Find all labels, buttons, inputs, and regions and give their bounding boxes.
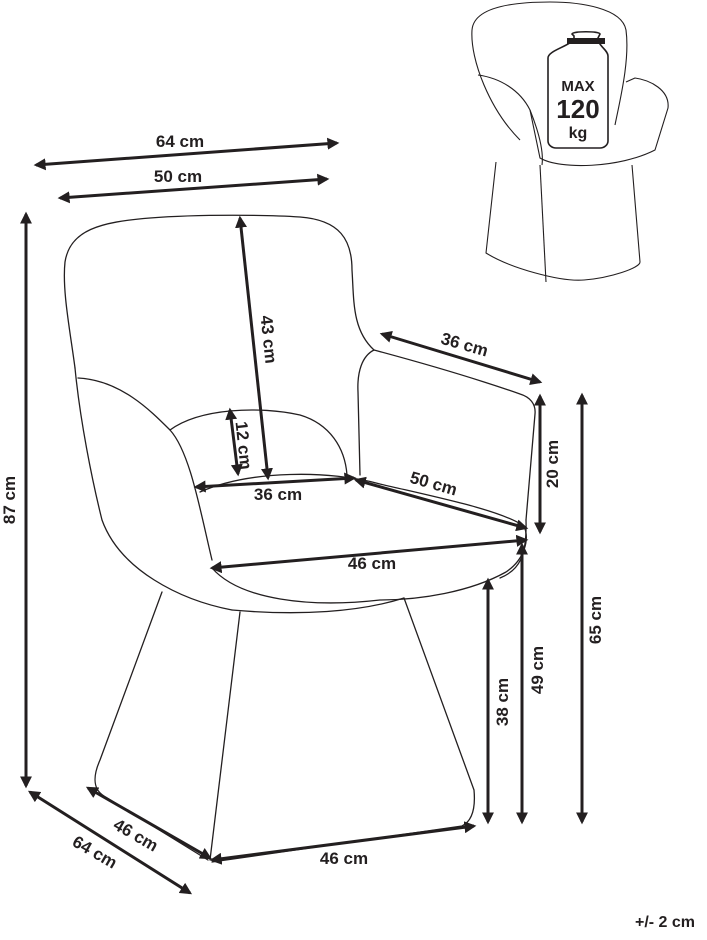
label-seat-width-inner: 36 cm	[254, 485, 302, 504]
tolerance-note: +/- 2 cm	[634, 914, 695, 931]
arrow-seat-width-inner	[193, 472, 357, 493]
arrow-overall-depth	[27, 790, 193, 895]
badge-unit-label: kg	[569, 125, 588, 142]
label-overall-depth: 64 cm	[69, 832, 120, 873]
label-base-width: 46 cm	[320, 849, 368, 868]
label-base-height: 38 cm	[493, 678, 512, 726]
label-armrest-inner-height: 12 cm	[232, 420, 256, 470]
label-backrest-height: 43 cm	[257, 314, 281, 364]
label-total-height: 87 cm	[0, 476, 19, 524]
arrow-base-width	[209, 821, 477, 865]
label-seat-front-width: 46 cm	[348, 554, 396, 573]
label-seat-height-front: 49 cm	[528, 646, 547, 694]
label-armrest-height: 20 cm	[543, 440, 562, 488]
label-overall-width: 64 cm	[156, 132, 204, 151]
label-base-depth: 46 cm	[110, 815, 161, 856]
arrow-seat-front-width	[209, 534, 529, 574]
arrow-armrest-length	[379, 331, 543, 385]
arrow-seat-depth	[353, 476, 529, 532]
label-seat-back-width: 50 cm	[154, 167, 202, 186]
arrow-seat-back-width	[57, 173, 330, 204]
arrow-overall-width	[33, 137, 340, 171]
chair-outline	[63, 214, 536, 863]
badge-max-label: MAX	[561, 78, 594, 95]
label-armrest-length: 36 cm	[439, 329, 491, 361]
dimension-arrows	[20, 137, 588, 895]
label-arm-height-total: 65 cm	[586, 596, 605, 644]
thumbnail-chair	[471, 1, 669, 283]
label-seat-depth: 50 cm	[408, 468, 460, 500]
dimension-labels: 64 cm 50 cm 87 cm 43 cm 12 cm 36 cm 36 c…	[0, 132, 605, 873]
weight-capacity-badge: MAX 120 kg	[547, 30, 609, 149]
arrow-armrest-inner-height	[225, 407, 243, 477]
badge-weight-value: 120	[556, 94, 599, 124]
arrow-backrest-height	[235, 215, 273, 481]
